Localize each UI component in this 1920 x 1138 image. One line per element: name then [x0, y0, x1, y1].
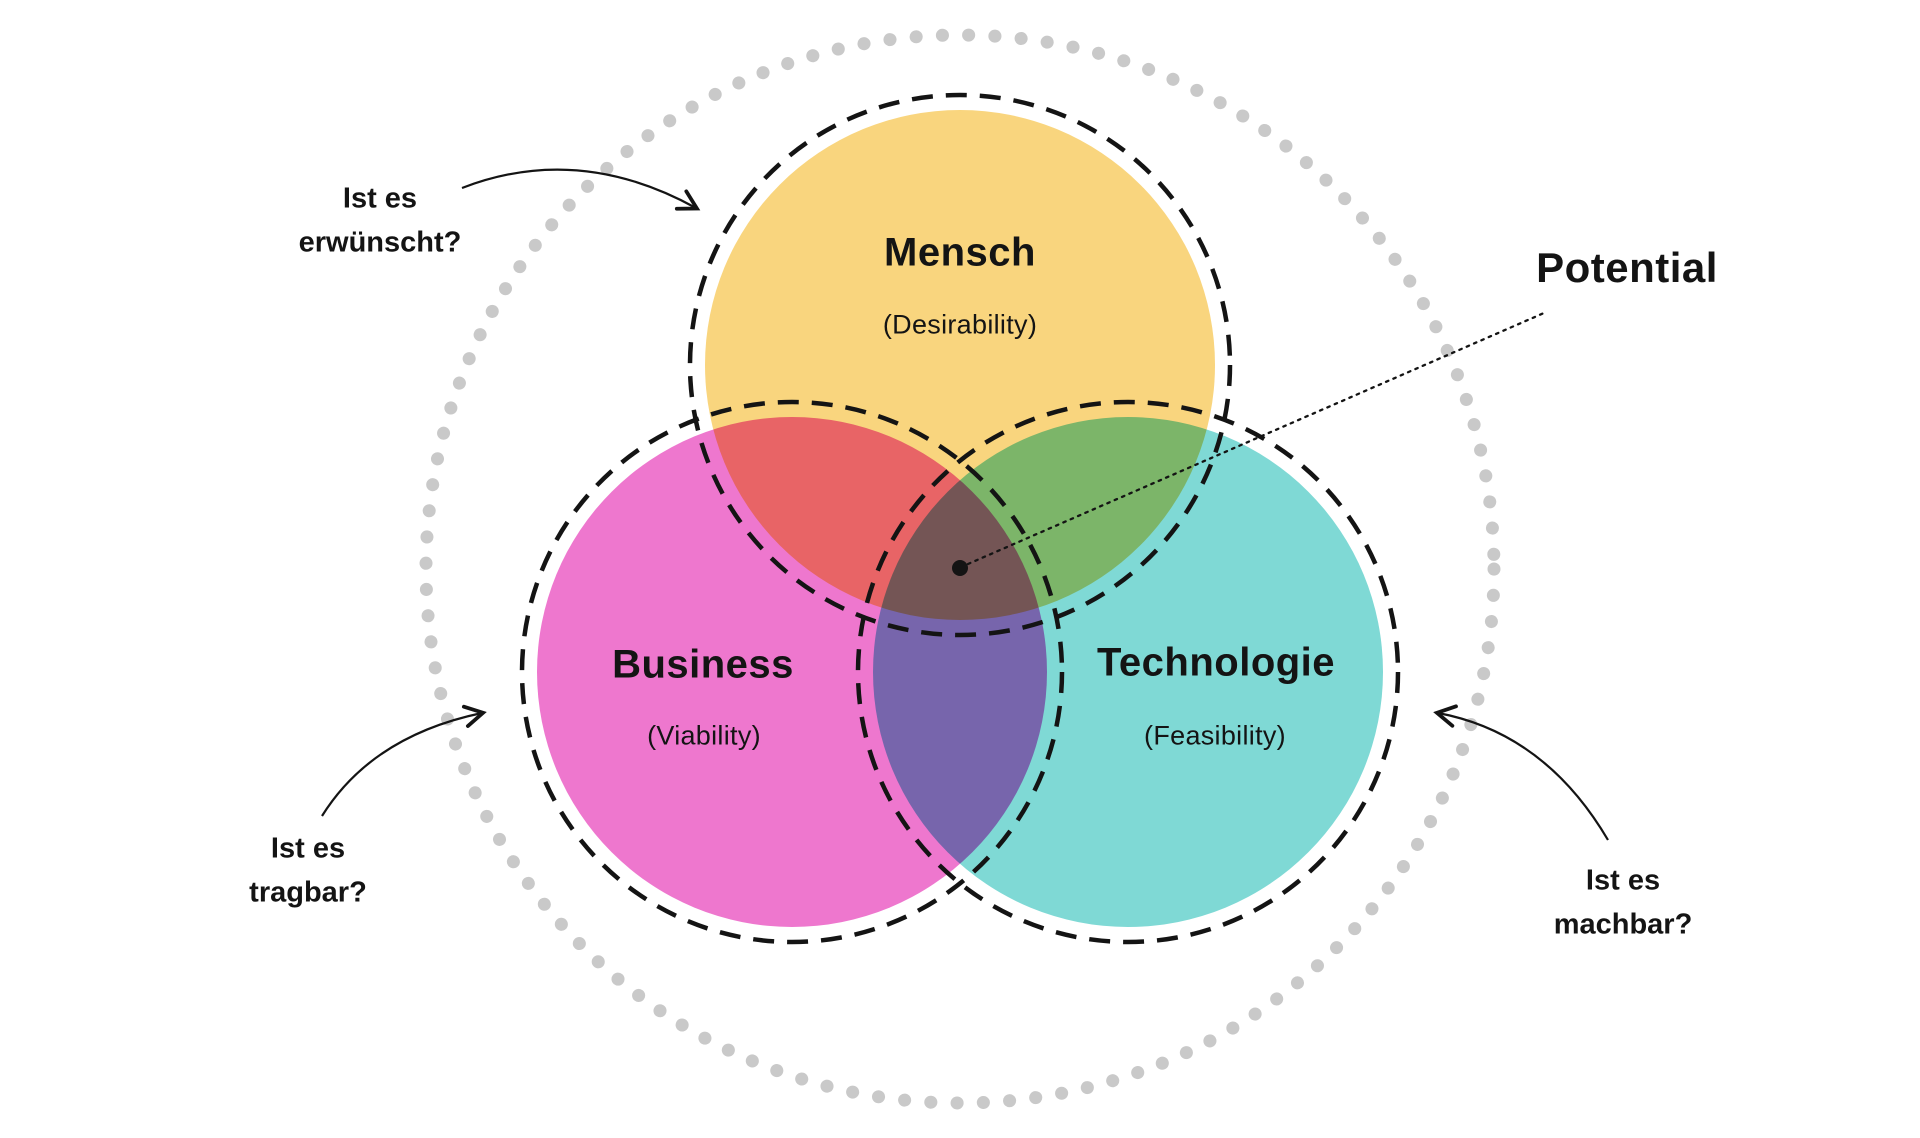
arrow-feasibility-icon [1433, 704, 1609, 841]
mensch-sublabel: (Desirability) [882, 309, 1038, 340]
business-sublabel: (Viability) [647, 720, 761, 751]
technologie-label: Technologie [1096, 640, 1336, 685]
potential-leader-line [966, 311, 1546, 566]
potential-center-dot [952, 560, 968, 576]
question-feasibility: Ist es machbar? [1554, 860, 1693, 947]
outer-dotted-circle [419, 28, 1501, 1110]
question-desirability-line2: erwünscht? [298, 226, 462, 258]
venn-fills [537, 110, 1383, 927]
question-viability-line1: Ist es [270, 832, 346, 865]
arrow-desirability-icon [461, 168, 701, 211]
technologie-sublabel: (Feasibility) [1144, 720, 1286, 751]
mensch-label: Mensch [884, 230, 1036, 275]
technologie-circle-outline [855, 399, 1401, 945]
potential-label: Potential [1536, 244, 1718, 291]
question-desirability-line1: Ist es [342, 182, 418, 215]
mensch-circle-outline [687, 92, 1233, 638]
business-circle-outline [519, 399, 1065, 945]
arrow-viability-icon [321, 704, 487, 817]
technologie-circle-fill [873, 417, 1383, 927]
business-label: Business [612, 642, 794, 687]
question-feasibility-line1: Ist es [1585, 864, 1661, 897]
question-viability: Ist es tragbar? [249, 828, 367, 915]
question-viability-line2: tragbar? [249, 876, 367, 908]
question-feasibility-line2: machbar? [1553, 908, 1693, 940]
question-desirability: Ist es erwünscht? [299, 178, 462, 265]
